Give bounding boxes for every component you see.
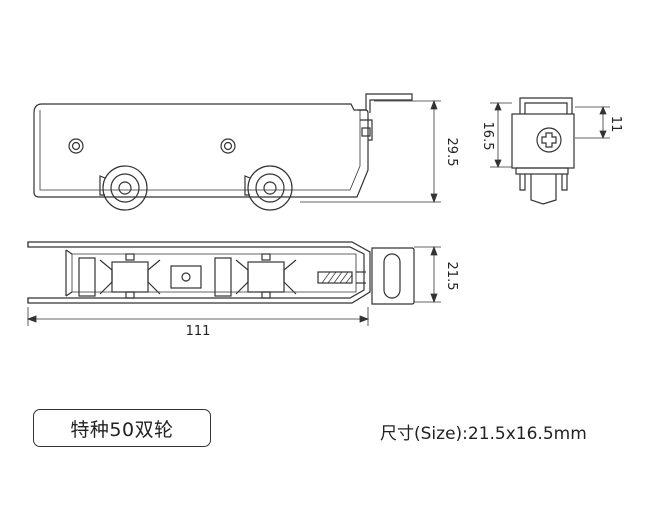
end-view-wheel <box>530 174 557 205</box>
dim-line-29-5 <box>300 99 441 204</box>
product-name-box: 特种50双轮 <box>33 409 211 447</box>
screw-icon <box>536 127 562 153</box>
product-name: 特种50双轮 <box>70 418 174 441</box>
wheel-top-right <box>214 253 297 299</box>
side-view-body <box>33 103 369 198</box>
wheel-right <box>244 165 293 211</box>
dim-label-16-5: 16.5 <box>480 122 495 151</box>
mounting-slot <box>383 253 401 299</box>
dim-line-21-5 <box>414 245 441 304</box>
hatched-block <box>317 271 353 284</box>
dim-line-111 <box>26 307 370 326</box>
top-view <box>27 241 415 305</box>
rivet-right <box>220 138 236 154</box>
size-label: 尺寸(Size):21.5x16.5mm <box>380 424 587 444</box>
dim-line-16-5 <box>490 101 512 169</box>
end-view <box>511 97 575 205</box>
wheel-top-left <box>78 253 161 299</box>
dim-label-29-5: 29.5 <box>444 138 459 167</box>
rivet-left <box>68 138 84 154</box>
technical-drawing: 29.5 16.5 11 21.5 111 <box>26 93 623 339</box>
center-slot <box>170 265 202 289</box>
side-view-hook <box>358 93 413 113</box>
dim-line-11 <box>575 105 610 140</box>
dim-label-111: 111 <box>186 324 211 339</box>
dim-label-11: 11 <box>608 116 623 133</box>
dim-label-21-5: 21.5 <box>444 262 459 291</box>
wheel-left <box>99 165 148 211</box>
mounting-plate <box>371 247 415 305</box>
side-view <box>33 93 413 211</box>
